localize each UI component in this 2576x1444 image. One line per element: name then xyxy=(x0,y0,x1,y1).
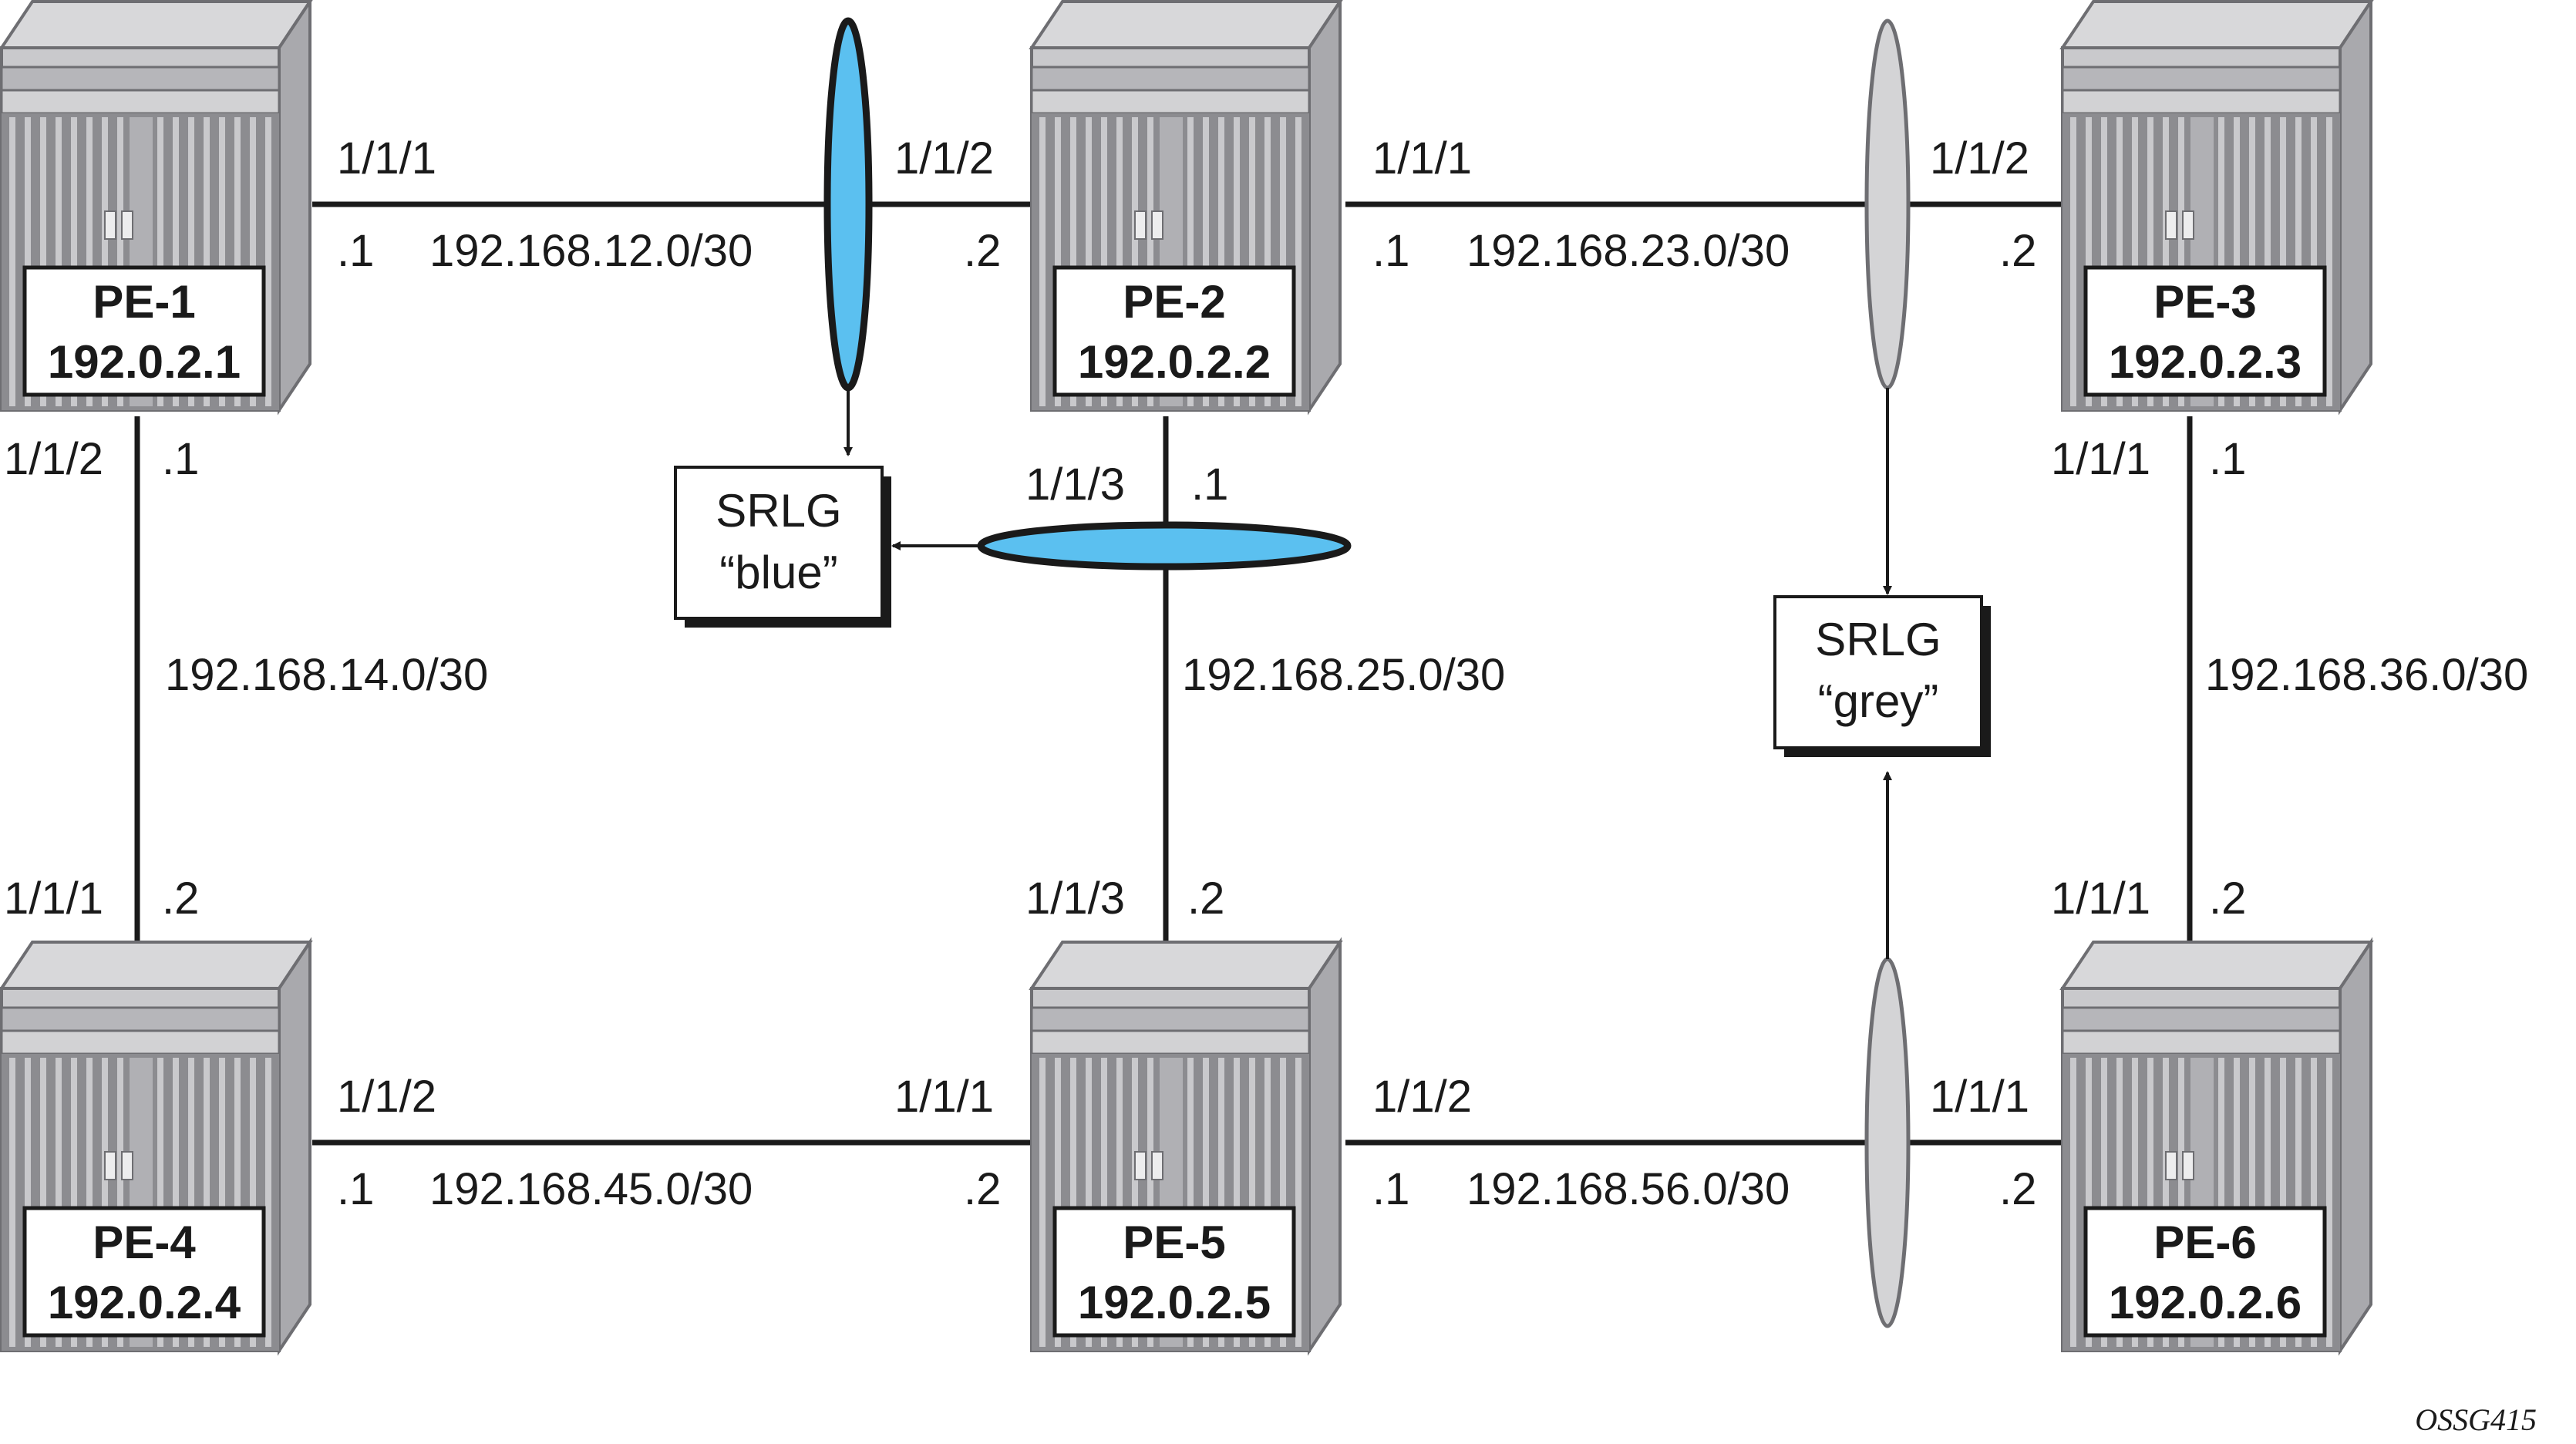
router-label-box xyxy=(22,1206,266,1338)
port-label: 1/1/3 xyxy=(1025,459,1125,510)
srlg-blue-label-1: SRLG xyxy=(716,485,841,537)
router-label-box xyxy=(2083,1206,2327,1338)
host-label: .1 xyxy=(337,1164,374,1214)
host-label: .2 xyxy=(162,873,199,924)
router-label-box xyxy=(22,265,266,397)
srlg-grey-ellipse-bottom xyxy=(1864,957,1911,1328)
srlg-blue-ellipse-mid xyxy=(977,521,1352,571)
router-ip: 192.0.2.5 xyxy=(1078,1277,1271,1328)
port-label: 1/1/1 xyxy=(2051,873,2150,924)
port-label: 1/1/2 xyxy=(337,1072,436,1122)
router-pe5: PE-5 192.0.2.5 xyxy=(1032,942,1340,1351)
port-label: 1/1/1 xyxy=(894,1072,994,1122)
router-label-box xyxy=(1052,1206,1296,1338)
router-name: PE-2 xyxy=(1123,276,1225,328)
port-label: 1/1/3 xyxy=(1025,873,1125,924)
subnet-label: 192.168.23.0/30 xyxy=(1466,226,1790,276)
port-label: 1/1/1 xyxy=(4,873,103,924)
host-label: .1 xyxy=(2209,434,2246,484)
subnet-label: 192.168.36.0/30 xyxy=(2205,650,2528,700)
srlg-blue-group: SRLG “blue” xyxy=(674,17,1352,628)
router-pe4: PE-4 192.0.2.4 xyxy=(2,942,310,1351)
subnet-label: 192.168.25.0/30 xyxy=(1182,650,1505,700)
srlg-blue-label-2: “blue” xyxy=(719,547,837,598)
host-label: .2 xyxy=(2209,873,2246,924)
router-name: PE-1 xyxy=(93,276,195,328)
router-pe3: PE-3 192.0.2.3 xyxy=(2062,2,2371,410)
srlg-grey-label-2: “grey” xyxy=(1818,675,1939,727)
port-label: 1/1/2 xyxy=(894,133,994,183)
host-label: .1 xyxy=(162,434,199,484)
host-label: .2 xyxy=(1999,1164,2036,1214)
host-label: .1 xyxy=(337,226,374,276)
port-label: 1/1/2 xyxy=(1372,1072,1472,1122)
host-label: .1 xyxy=(1372,226,1409,276)
router-label-box xyxy=(1052,265,1296,397)
subnet-label: 192.168.56.0/30 xyxy=(1466,1164,1790,1214)
srlg-blue-ellipse-top xyxy=(823,17,873,392)
port-label: 1/1/2 xyxy=(1930,133,2029,183)
host-label: .1 xyxy=(1191,459,1228,510)
router-ip: 192.0.2.3 xyxy=(2109,336,2302,388)
host-label: .2 xyxy=(964,1164,1001,1214)
port-label: 1/1/2 xyxy=(4,434,103,484)
router-pe1: PE-1 192.0.2.1 xyxy=(2,2,310,410)
port-label: 1/1/1 xyxy=(1930,1072,2029,1122)
subnet-label: 192.168.14.0/30 xyxy=(165,650,488,700)
router-ip: 192.0.2.1 xyxy=(48,336,241,388)
srlg-grey-ellipse-top xyxy=(1864,19,1911,390)
router-name: PE-5 xyxy=(1123,1217,1225,1268)
port-label: 1/1/1 xyxy=(337,133,436,183)
router-ip: 192.0.2.6 xyxy=(2109,1277,2302,1328)
srlg-grey-label-1: SRLG xyxy=(1815,614,1941,665)
router-name: PE-3 xyxy=(2153,276,2256,328)
host-label: .1 xyxy=(1372,1164,1409,1214)
host-label: .2 xyxy=(964,226,1001,276)
router-ip: 192.0.2.2 xyxy=(1078,336,1271,388)
srlg-grey-box xyxy=(1773,595,1983,749)
router-ip: 192.0.2.4 xyxy=(48,1277,241,1328)
host-label: .2 xyxy=(1187,873,1224,924)
figure-code: OSSG415 xyxy=(2415,1402,2537,1437)
srlg-blue-box xyxy=(674,466,884,620)
router-pe6: PE-6 192.0.2.6 xyxy=(2062,942,2371,1351)
subnet-label: 192.168.12.0/30 xyxy=(429,226,753,276)
port-label: 1/1/1 xyxy=(2051,434,2150,484)
router-pe2: PE-2 192.0.2.2 xyxy=(1032,2,1340,410)
subnet-label: 192.168.45.0/30 xyxy=(429,1164,753,1214)
host-label: .2 xyxy=(1999,226,2036,276)
router-name: PE-4 xyxy=(93,1217,196,1268)
links xyxy=(134,201,2193,1146)
srlg-grey-group: SRLG “grey” xyxy=(1773,19,1991,1328)
router-label-box xyxy=(2083,265,2327,397)
port-label: 1/1/1 xyxy=(1372,133,1472,183)
router-name: PE-6 xyxy=(2153,1217,2256,1268)
